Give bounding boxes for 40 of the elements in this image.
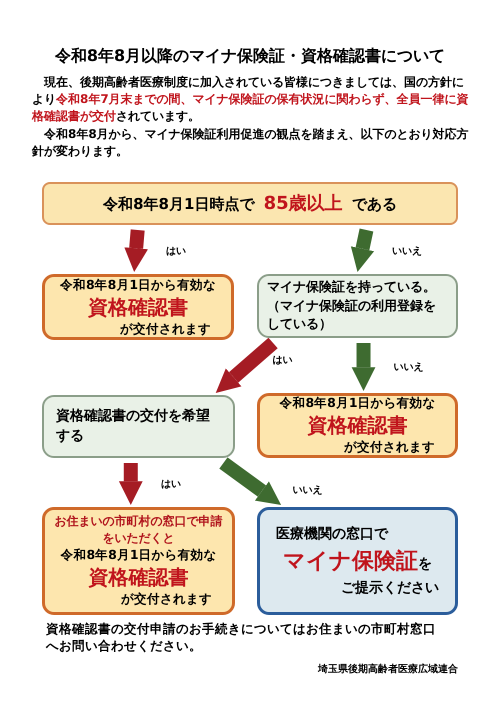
- question-text: 令和8年8月1日から有効な: [278, 394, 437, 412]
- notice-text: マイナ保険証を: [282, 548, 433, 576]
- flow-box: [42, 395, 235, 458]
- question-text: お住まいの市町村の窓口で申請をいただくと: [54, 513, 224, 546]
- notice-text: 資格確認書: [87, 294, 189, 320]
- question-text: 令和8年8月1日時点で 85歳以上 である: [103, 192, 397, 216]
- highlight-text: 資格確認書: [88, 565, 190, 590]
- question-text: 資格確認書の交付を希望する: [56, 407, 211, 446]
- paragraph: 現在、後期高齢者医療制度に加入されている皆様につきましては、国の方針により令和8年7月末までの間、マイナ保険証の保有状況に関わらず、全員一律に資格確認書が交付されています。: [32, 74, 470, 125]
- edge-label: いいえ: [394, 360, 424, 374]
- notice-text: が交付されます: [120, 590, 213, 608]
- paragraph: 令和8年8月から、マイナ保険証利用促進の観点を踏まえ、以下のとおり対応方針が変わります。: [32, 126, 470, 160]
- notice-text: 令和8年8月1日から有効な: [59, 546, 218, 564]
- title: 令和8年8月以降のマイナ保険証・資格確認書について: [54, 45, 446, 67]
- block-arrow: [216, 338, 278, 393]
- notice-text: （マイナ保険証の利用登録をしている）: [267, 298, 437, 334]
- flow-box: [42, 507, 235, 615]
- question-box: [42, 182, 458, 225]
- edge-label: はい: [272, 354, 292, 368]
- highlight-text: ご提示ください: [340, 578, 439, 598]
- highlight-text: が交付されます: [343, 438, 436, 456]
- flow-box: [257, 393, 458, 458]
- question-text: 医療機関の窓口で: [276, 524, 390, 544]
- block-arrow: [118, 463, 143, 505]
- question-text: マイナ保険証を持っている。: [267, 279, 437, 298]
- block-arrow: [124, 229, 148, 272]
- question-text: 令和8年8月1日から有効な: [58, 276, 218, 294]
- notice-text: 資格確認書: [306, 413, 408, 438]
- edge-label: いいえ: [392, 244, 422, 258]
- edge-label: はい: [160, 478, 181, 492]
- edge-label: はい: [166, 244, 186, 258]
- note-text: 資格確認書の交付申請のお手続きについてはお住まいの市町村窓口へお問い合わせください。: [46, 620, 436, 654]
- block-arrow: [219, 457, 282, 505]
- flow-box: [257, 507, 458, 615]
- flow-box: [42, 274, 234, 340]
- edge-label: いいえ: [292, 484, 322, 498]
- highlight-text: が交付されます: [119, 320, 212, 338]
- publisher-text: 埼玉県後期高齢者医療広域連合: [318, 662, 458, 677]
- flow-box: [257, 274, 458, 338]
- block-arrow: [350, 228, 374, 272]
